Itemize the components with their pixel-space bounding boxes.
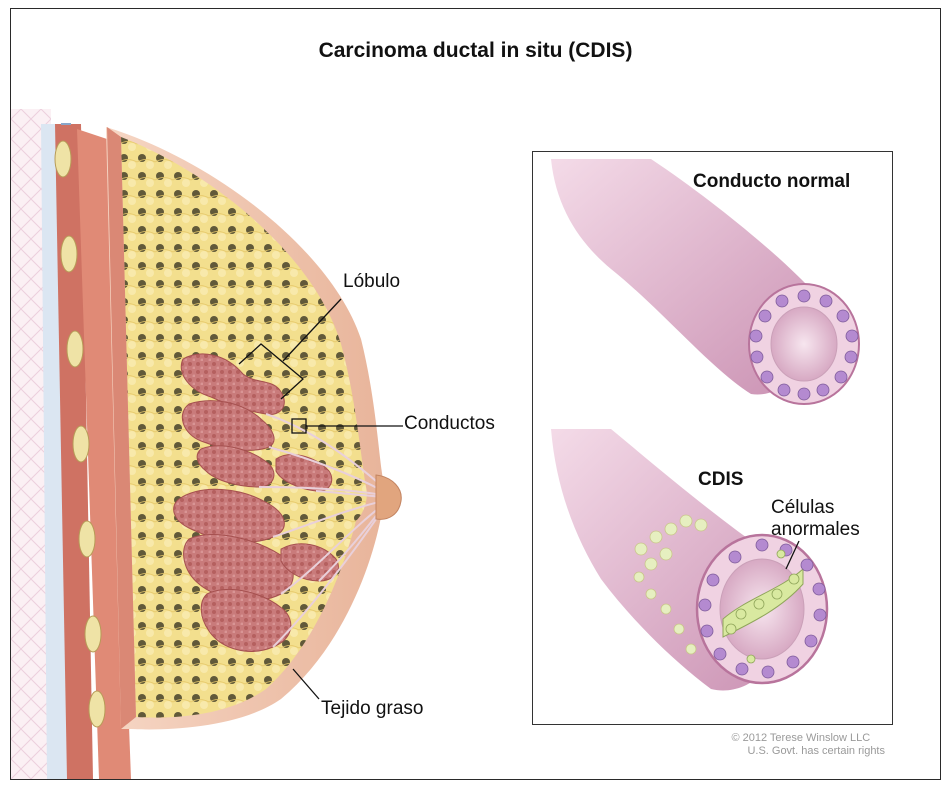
credit-line-1: © 2012 Terese Winslow LLC <box>731 732 885 745</box>
label-ducts: Conductos <box>404 413 495 435</box>
inset-box <box>532 151 893 725</box>
nipple <box>376 475 401 519</box>
label-abnormal-cells-1: Células <box>771 497 834 519</box>
label-fat: Tejido graso <box>321 698 423 720</box>
label-dcis: CDIS <box>698 469 743 491</box>
copyright-credit: © 2012 Terese Winslow LLC U.S. Govt. has… <box>731 732 885 758</box>
label-abnormal-cells-2: anormales <box>771 519 860 541</box>
credit-line-2: U.S. Govt. has certain rights <box>731 745 885 758</box>
label-lobule: Lóbulo <box>343 271 400 293</box>
label-normal-duct: Conducto normal <box>693 171 850 193</box>
figure-frame: Carcinoma ductal in situ (CDIS) <box>10 8 941 780</box>
